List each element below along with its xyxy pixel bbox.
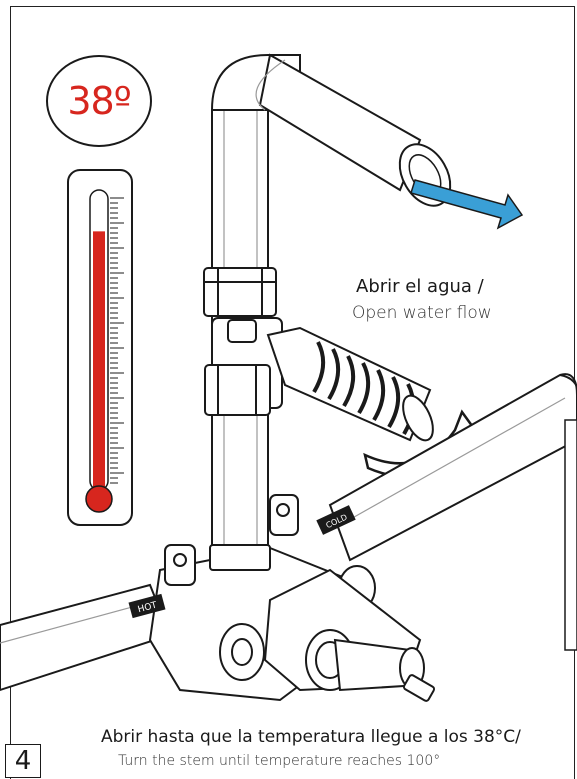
step-number: 4 [5,744,41,778]
water-flow-arrow [410,179,524,230]
thermometer-icon [67,169,133,526]
thermostatic-cartridge[interactable] [263,568,436,702]
hot-label: HOT [137,600,159,615]
temperature-badge: 38º [46,55,152,147]
upper-nut [203,267,277,317]
flow-label-en: Open water flow [352,303,492,323]
instruction-es: Abrir hasta que la temperatura llegue a … [101,727,521,747]
ribbed-handle[interactable] [266,326,439,445]
flow-label-es: Abrir el agua / [356,276,484,297]
instruction-en: Turn the stem until temperature reaches … [118,753,441,769]
hot-label-tag: HOT [128,593,166,619]
temperature-value: 38º [67,79,131,123]
right-pipe [328,373,577,651]
tee-fitting [204,317,283,416]
